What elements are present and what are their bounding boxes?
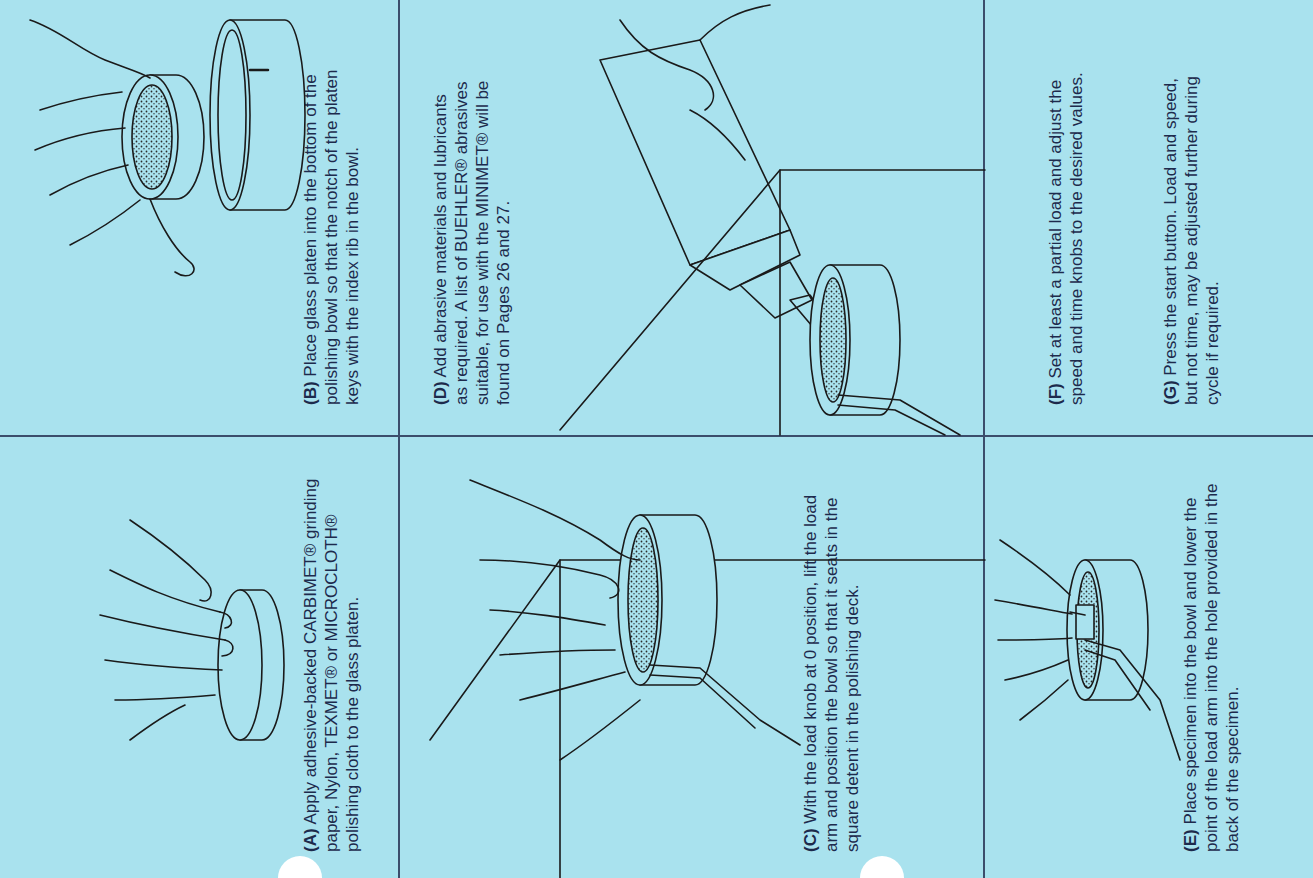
step-panel: (E) Place specimen into the bowl and low… [985,437,1313,878]
step-text: (D) Add abrasive materials and lubricant… [430,75,514,405]
step-panel: (B) Place glass platen into the bottom o… [0,0,400,437]
step-text: (B) Place glass platen into the bottom o… [300,65,363,405]
step-panel: (F) Set at least a partial load and adju… [985,0,1313,437]
step-text: (E) Place specimen into the bowl and low… [1180,472,1243,852]
step-panel: (C) With the load knob at 0 position, li… [400,437,985,878]
step-panel: (A) Apply adhesive-backed CARBIMET® grin… [0,437,400,878]
step-panel: (D) Add abrasive materials and lubricant… [400,0,985,437]
step-text: (F) Set at least a partial load and adju… [1045,55,1087,405]
step-text: (G) Press the start button. Load and spe… [1160,55,1223,405]
step-text: (A) Apply adhesive-backed CARBIMET® grin… [300,472,363,852]
step-text: (C) With the load knob at 0 position, li… [800,472,863,852]
